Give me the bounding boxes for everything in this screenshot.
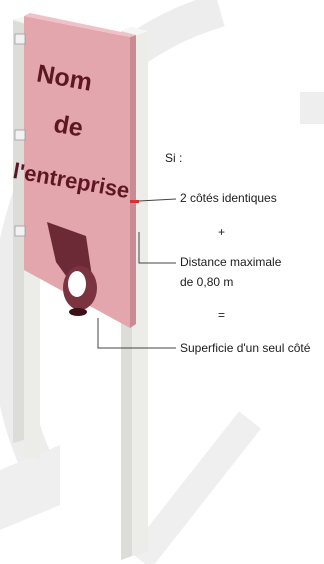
- plus-sign: +: [218, 225, 226, 239]
- sign-text-line2: de: [52, 110, 86, 143]
- hinges: [14, 33, 26, 237]
- distance-marker: [130, 200, 139, 203]
- leader-lines: [97, 198, 177, 349]
- equals-sign: =: [218, 308, 226, 322]
- sign-panel: [24, 13, 136, 328]
- identical-sides-label: 2 côtés identiques: [180, 191, 277, 205]
- bracket: [47, 222, 97, 316]
- max-distance-value: de 0,80 m: [180, 275, 234, 289]
- max-distance-label: Distance maximale: [180, 255, 282, 269]
- result-label: Superficie d'un seul côté: [180, 341, 311, 355]
- condition-label: Si :: [165, 151, 183, 165]
